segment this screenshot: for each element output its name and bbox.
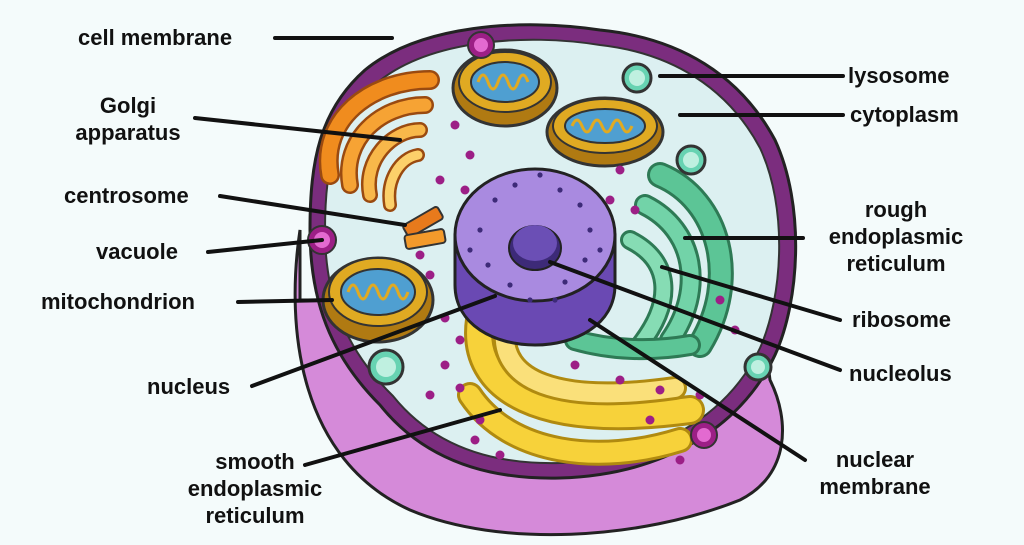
nucleolus	[508, 225, 562, 271]
mitochondrion-top	[451, 48, 559, 128]
label-nuclear-membrane: nuclear membrane	[819, 447, 931, 499]
ribosome-dot	[455, 335, 465, 345]
ribosome-dot	[655, 385, 665, 395]
nuclear-pore-dot	[587, 227, 593, 233]
lysosomes	[367, 62, 773, 386]
ribosome-dot	[455, 383, 465, 393]
ribosome-dot	[415, 250, 425, 260]
nuclear-pore-dot	[507, 282, 513, 288]
ribosome-dot	[675, 455, 685, 465]
ribosome-dot	[570, 360, 580, 370]
ribosome-dot	[605, 195, 615, 205]
centrosome	[402, 206, 447, 250]
label-cytoplasm: cytoplasm	[850, 102, 959, 127]
ribosome-dot	[615, 375, 625, 385]
ribosome-dot	[425, 390, 435, 400]
smooth-endoplasmic-reticulum	[457, 305, 705, 466]
label-centrosome: centrosome	[64, 183, 189, 208]
ribosome-dot	[630, 205, 640, 215]
label-golgi-apparatus: Golgi apparatus	[75, 93, 181, 145]
label-nucleolus: nucleolus	[849, 361, 952, 386]
ribosome-dot	[440, 360, 450, 370]
nuclear-pore-dot	[527, 297, 533, 303]
label-rough-er: rough endoplasmic reticulum	[828, 197, 964, 276]
label-vacuole: vacuole	[96, 239, 178, 264]
ribosome-dot	[465, 150, 475, 160]
ribosome-dot	[425, 270, 435, 280]
nuclear-pore-dot	[485, 262, 491, 268]
label-lysosome: lysosome	[848, 63, 950, 88]
nuclear-pore-dot	[467, 247, 473, 253]
ribosome-dot	[450, 120, 460, 130]
label-cell-membrane: cell membrane	[78, 25, 233, 50]
ribosomes	[415, 120, 740, 465]
leader-lines	[193, 36, 845, 467]
golgi-apparatus	[318, 70, 440, 212]
ribosome-dot	[495, 450, 505, 460]
nuclear-pore-dot	[562, 279, 568, 285]
nuclear-pores	[467, 172, 603, 303]
nuclear-pore-dot	[552, 297, 558, 303]
label-smooth-er: smooth endoplasmic reticulum	[187, 449, 323, 528]
nuclear-pore-dot	[512, 182, 518, 188]
nuclear-pore-dot	[557, 187, 563, 193]
nuclear-pore-dot	[537, 172, 543, 178]
ribosome-dot	[645, 415, 655, 425]
ribosome-dot	[470, 435, 480, 445]
mitochondrion-right	[545, 96, 665, 168]
mitochondrion-left	[321, 256, 435, 344]
ribosome-dot	[460, 185, 470, 195]
ribosome-dot	[435, 175, 445, 185]
ribosome-dot	[715, 295, 725, 305]
vacuoles	[307, 31, 718, 449]
nuclear-pore-dot	[477, 227, 483, 233]
label-nucleus: nucleus	[147, 374, 231, 399]
label-mitochondrion: mitochondrion	[41, 289, 195, 314]
nuclear-pore-dot	[492, 197, 498, 203]
nuclear-pore-dot	[597, 247, 603, 253]
nuclear-pore-dot	[577, 202, 583, 208]
label-ribosome: ribosome	[852, 307, 952, 332]
nuclear-pore-dot	[582, 257, 588, 263]
ribosome-dot	[615, 165, 625, 175]
